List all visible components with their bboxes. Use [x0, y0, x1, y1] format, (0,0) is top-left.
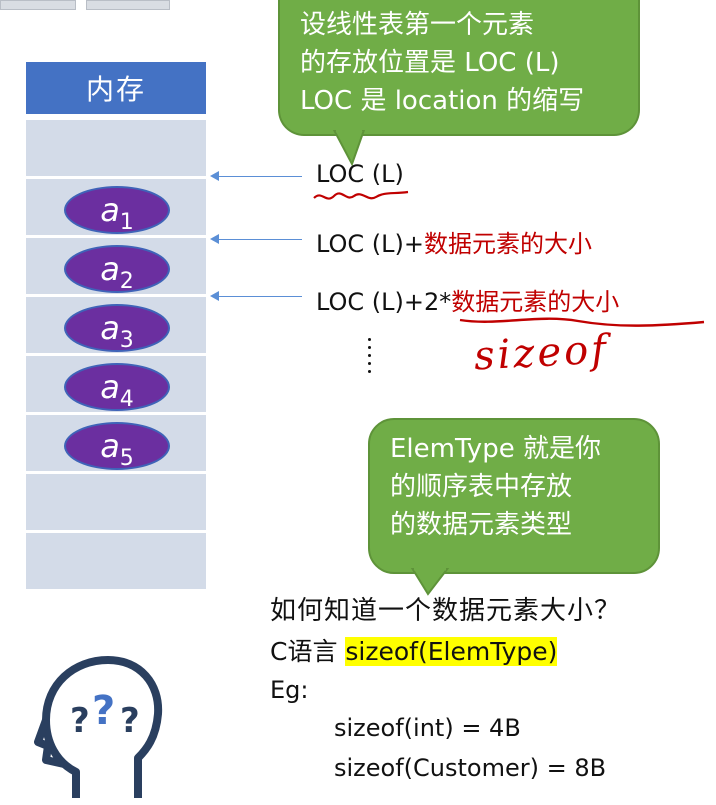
red-underline-size	[459, 317, 705, 327]
arrow-loc-plus1	[218, 239, 302, 240]
ellipsis-dots	[368, 338, 372, 378]
c-language-line: C语言 sizeof(ElemType)	[270, 637, 558, 666]
arrow-loc	[218, 176, 302, 177]
arrow-loc-head	[210, 171, 219, 181]
callout-bottom-tail	[410, 568, 450, 596]
example-customer: sizeof(Customer) = 8B	[334, 754, 607, 782]
sizeof-highlight: sizeof(ElemType)	[345, 637, 558, 666]
callout-line: 的数据元素类型	[390, 510, 573, 540]
callout-loc-definition: 设线性表第一个元素 的存放位置是 LOC (L) LOC 是 location …	[278, 0, 640, 136]
callout-top-tail	[332, 130, 366, 166]
address-loc: LOC (L)	[316, 160, 404, 188]
element-a2: a2	[64, 245, 170, 294]
callout-line: ElemType 就是你	[390, 434, 601, 464]
arrow-loc-plus2-head	[210, 291, 219, 301]
example-int: sizeof(int) = 4B	[334, 714, 521, 742]
callout-elemtype: ElemType 就是你 的顺序表中存放 的数据元素类型	[368, 418, 660, 574]
head-question-icon: ? ? ?	[34, 656, 163, 798]
svg-text:?: ?	[92, 688, 115, 734]
callout-line: LOC 是 location 的缩写	[300, 86, 585, 116]
element-a3: a3	[64, 304, 170, 353]
element-a5: a5	[64, 422, 170, 471]
element-a1: a1	[64, 186, 170, 235]
memory-cell	[26, 472, 206, 530]
handwritten-sizeof: sizeof	[472, 326, 611, 380]
memory-cell	[26, 531, 206, 589]
callout-line: 的存放位置是 LOC (L)	[300, 48, 560, 78]
element-a4: a4	[64, 363, 170, 412]
window-tab-right[interactable]	[86, 0, 170, 10]
svg-text:?: ?	[70, 701, 90, 741]
arrow-loc-plus1-head	[210, 234, 219, 244]
window-tab-left[interactable]	[0, 0, 76, 10]
address-loc-plus2: LOC (L)+2*数据元素的大小	[316, 288, 620, 316]
arrow-loc-plus2	[218, 296, 302, 297]
memory-header: 内存	[26, 62, 206, 114]
eg-label: Eg:	[270, 676, 309, 704]
callout-line: 设线性表第一个元素	[300, 10, 535, 40]
svg-text:?: ?	[120, 701, 140, 741]
question-text: 如何知道一个数据元素大小？	[270, 596, 622, 626]
memory-cell	[26, 118, 206, 176]
callout-line: 的顺序表中存放	[390, 472, 573, 502]
red-underline-loc	[313, 190, 409, 200]
address-loc-plus1: LOC (L)+数据元素的大小	[316, 230, 592, 258]
